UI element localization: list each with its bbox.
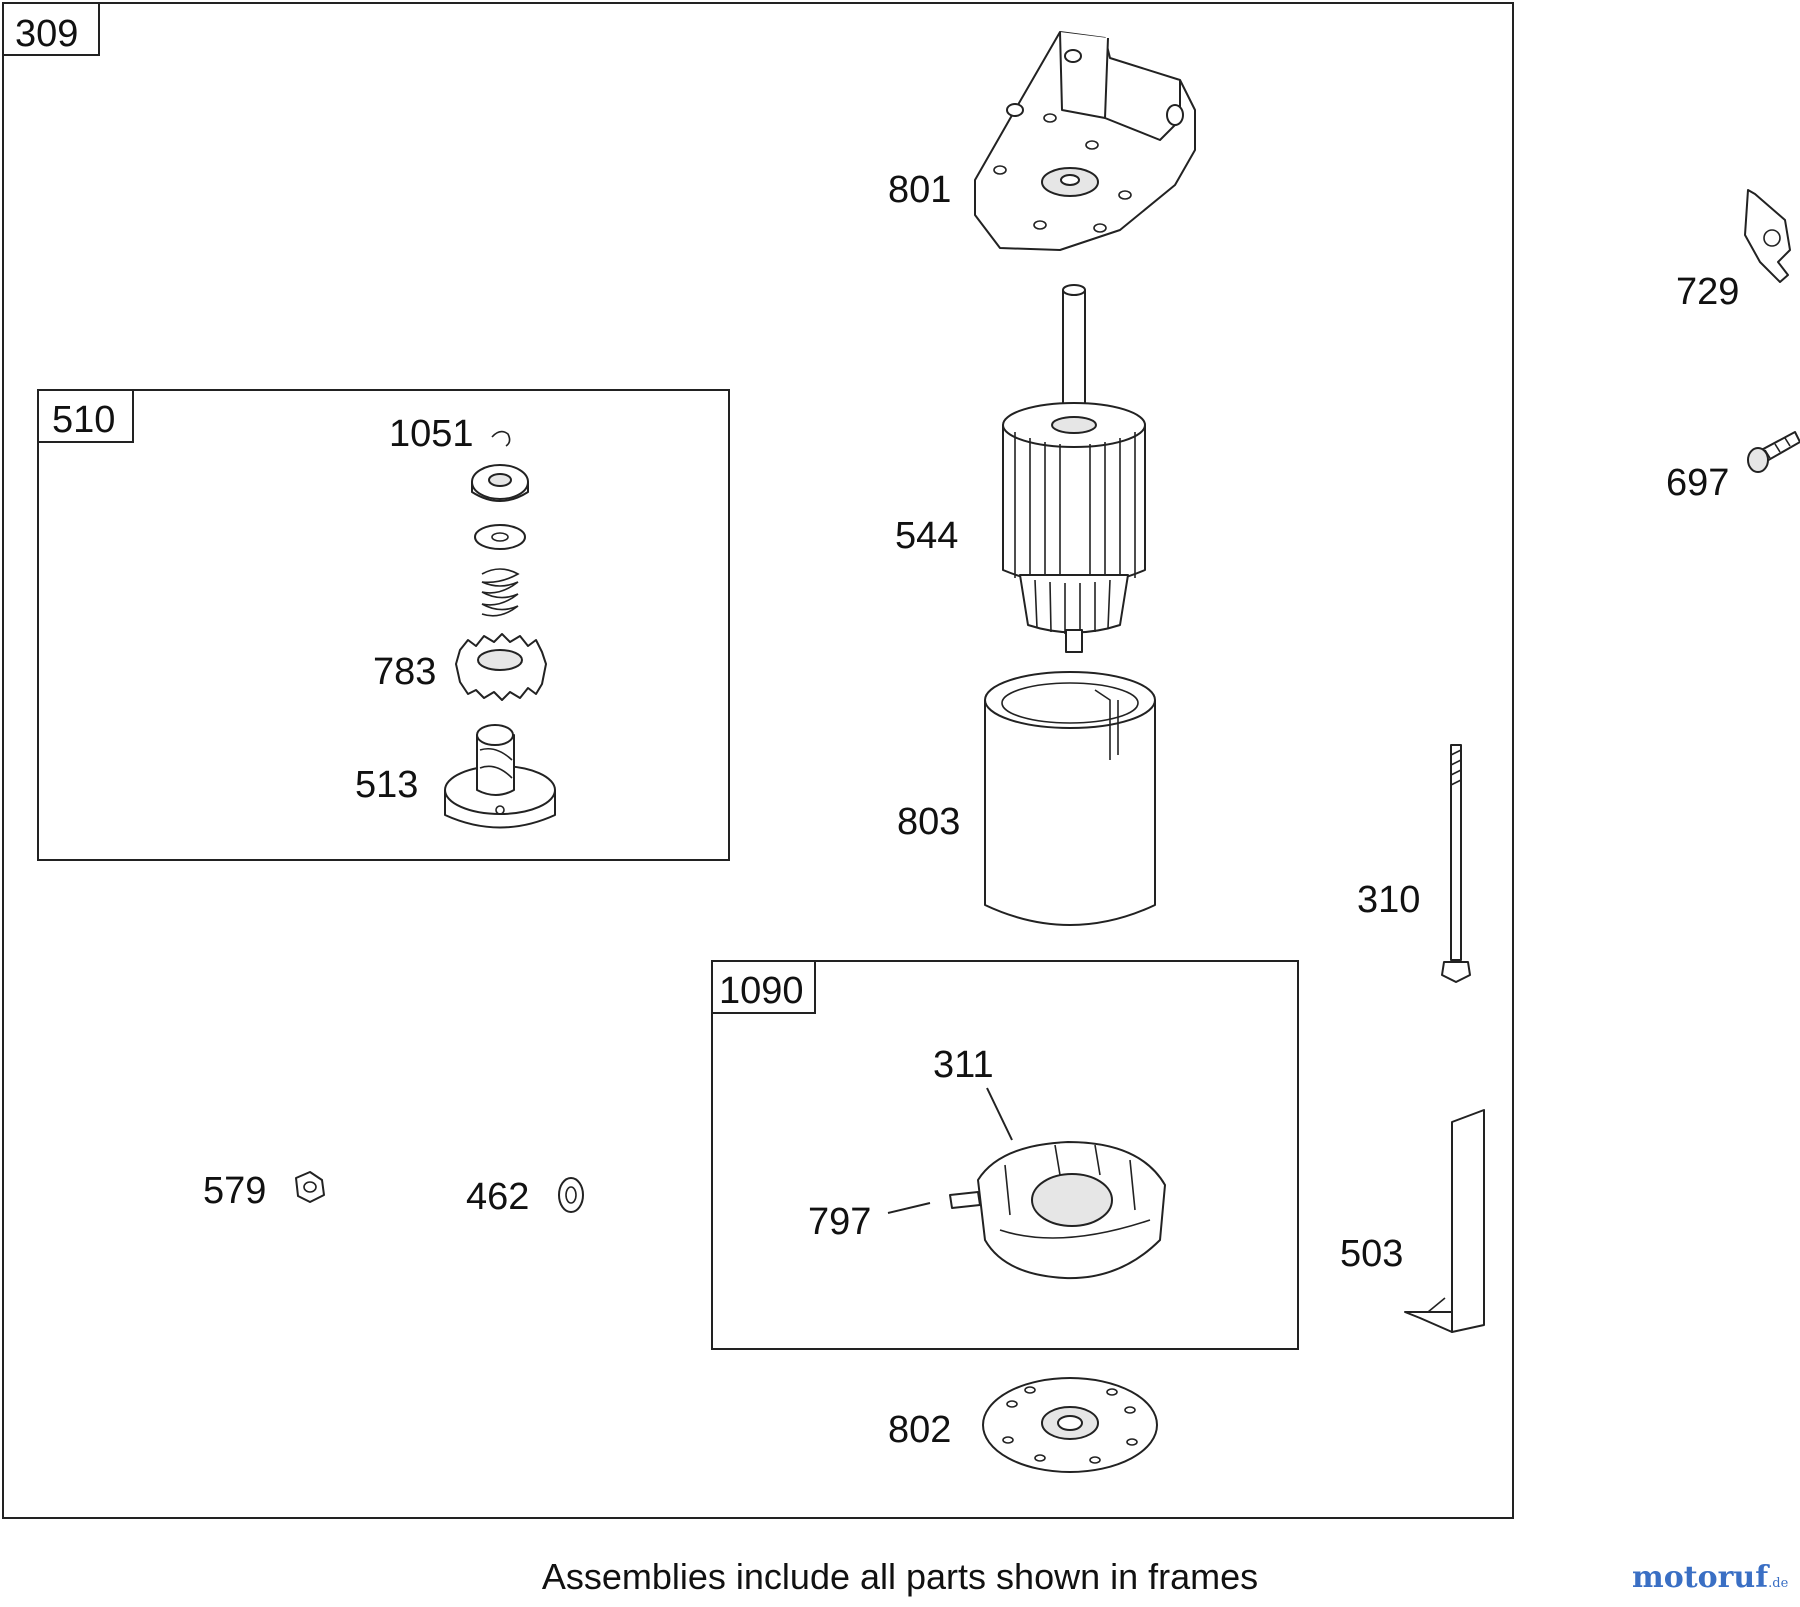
end-cap-bracket-part (974, 31, 1196, 251)
callout-783: 783 (373, 651, 436, 693)
callout-801: 801 (888, 169, 951, 211)
watermark-text: motoruf (1632, 1560, 1769, 1595)
brush-frame-tag: 1090 (719, 970, 804, 1012)
main-assembly-frame: 309 (2, 2, 1514, 1519)
callout-803: 803 (897, 801, 960, 843)
brush-assembly-frame: 1090 (711, 960, 1299, 1350)
pinion-gear-part (455, 633, 547, 701)
spring-part (481, 568, 520, 617)
hex-nut-part (295, 1171, 325, 1203)
motor-housing-part (984, 671, 1156, 926)
callout-579: 579 (203, 1170, 266, 1212)
callout-802: 802 (888, 1409, 951, 1451)
callout-797: 797 (808, 1201, 871, 1243)
lock-washer-part (558, 1177, 584, 1213)
thrust-washer-part (474, 524, 526, 550)
callout-513: 513 (355, 764, 418, 806)
callout-1051: 1051 (389, 413, 474, 455)
drive-housing-part (444, 724, 556, 829)
callout-310: 310 (1357, 879, 1420, 921)
watermark-suffix: .de (1768, 1576, 1789, 1591)
brush-holder-part (949, 1141, 1166, 1280)
callout-544: 544 (895, 515, 958, 557)
leader-311 (986, 1087, 1013, 1141)
through-bolt-part (1441, 744, 1471, 983)
stop-nut-part (471, 464, 529, 502)
small-bracket-part (1744, 189, 1791, 283)
armature-part (1002, 284, 1146, 653)
commutator-end-cap-part (982, 1377, 1158, 1473)
main-frame-tag: 309 (15, 13, 78, 55)
callout-503: 503 (1340, 1233, 1403, 1275)
callout-729: 729 (1676, 271, 1739, 313)
screw-part (1747, 431, 1800, 473)
retaining-ring-part (491, 430, 511, 447)
footer-caption: Assemblies include all parts shown in fr… (541, 1556, 1259, 1597)
callout-462: 462 (466, 1176, 529, 1218)
callout-311: 311 (933, 1044, 994, 1086)
drive-frame-tag: 510 (52, 399, 115, 441)
leader-797 (887, 1202, 931, 1214)
ground-strap-part (1404, 1109, 1485, 1333)
drive-assembly-frame: 510 (37, 389, 730, 861)
watermark-logo: motoruf.de (1632, 1560, 1788, 1595)
callout-697: 697 (1666, 462, 1729, 504)
